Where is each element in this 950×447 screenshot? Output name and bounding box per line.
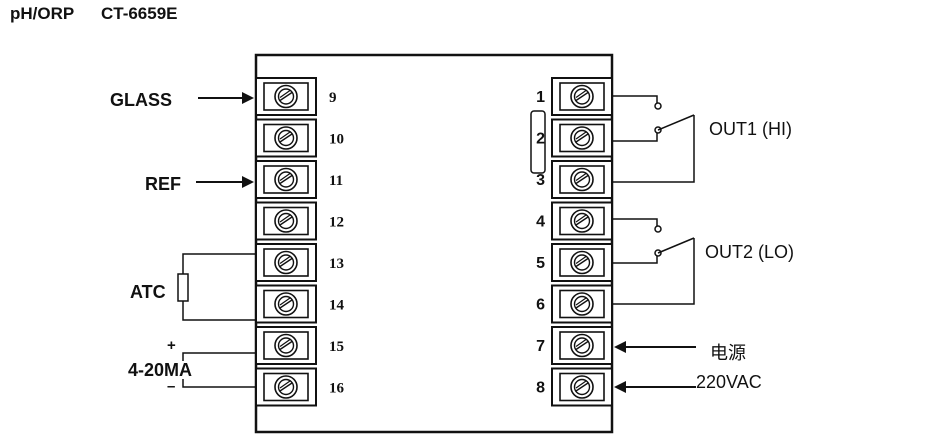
- plus-sign: +: [167, 337, 176, 354]
- left-terminal-number: 16: [329, 381, 345, 397]
- right-terminal-number: 8: [536, 380, 545, 397]
- out2-label: OUT2 (LO): [705, 242, 794, 262]
- ref-input: REF: [145, 174, 254, 194]
- left-terminal-number: 15: [329, 339, 344, 355]
- right-terminal-4: 4: [536, 201, 613, 241]
- right-terminal-number: 6: [536, 297, 545, 314]
- header-model: CT-6659E: [100, 4, 178, 23]
- right-terminal-5: 5: [536, 243, 613, 282]
- right-terminal-number: 1: [536, 89, 545, 106]
- left-terminal-number: 12: [329, 215, 344, 231]
- glass-label: GLASS: [110, 90, 172, 110]
- left-terminal-number: 11: [329, 173, 343, 189]
- right-terminal-2: 2: [536, 118, 613, 158]
- right-terminal-3: 3: [536, 160, 613, 199]
- right-terminal-number: 4: [536, 214, 545, 231]
- atc-label: ATC: [130, 282, 166, 302]
- left-terminal-13: 13: [255, 243, 344, 282]
- right-terminal-6: 6: [536, 284, 613, 324]
- current-label: 4-20MA: [128, 360, 192, 380]
- left-terminal-number: 13: [329, 256, 344, 272]
- right-terminal-number: 3: [536, 172, 545, 189]
- right-terminal-1: 1: [536, 77, 613, 116]
- right-terminal-8: 8: [536, 367, 613, 407]
- left-terminal-9: 9: [255, 77, 337, 116]
- header-type: pH/ORP: [10, 4, 75, 23]
- voltage-label: 220VAC: [696, 372, 762, 392]
- left-terminal-14: 14: [255, 284, 345, 324]
- jumper-link: [530, 110, 546, 174]
- right-terminal-7: 7: [536, 326, 613, 365]
- minus-sign: –: [167, 378, 175, 395]
- left-terminal-10: 10: [255, 118, 344, 158]
- power-label: 电源: [710, 343, 746, 364]
- left-terminal-15: 15: [255, 326, 344, 365]
- right-terminal-number: 7: [536, 338, 545, 355]
- diagram-header: pH/ORP CT-6659E: [10, 4, 200, 28]
- left-terminal-number: 10: [329, 132, 344, 148]
- relay-out2: OUT2 (LO): [612, 218, 794, 305]
- power-input: 电源 220VAC: [614, 341, 762, 393]
- current-output: + 4-20MA –: [128, 337, 256, 395]
- atc-resistor: [177, 273, 189, 302]
- ref-label: REF: [145, 174, 181, 194]
- left-terminal-11: 11: [255, 160, 343, 199]
- left-terminal-strip: 9 10 11 12 13 14 15 16: [255, 77, 345, 407]
- relay-out1: OUT1 (HI): [612, 95, 792, 183]
- atc-sensor: ATC: [130, 253, 256, 321]
- left-terminal-number: 9: [329, 90, 337, 106]
- left-terminal-16: 16: [255, 367, 345, 407]
- right-terminal-strip: 1 2 3 4 5 6 7 8: [536, 77, 613, 407]
- out1-label: OUT1 (HI): [709, 119, 792, 139]
- right-terminal-number: 2: [536, 131, 545, 148]
- left-terminal-12: 12: [255, 201, 344, 241]
- glass-input: GLASS: [110, 90, 254, 110]
- left-terminal-number: 14: [329, 298, 345, 314]
- right-terminal-number: 5: [536, 255, 545, 272]
